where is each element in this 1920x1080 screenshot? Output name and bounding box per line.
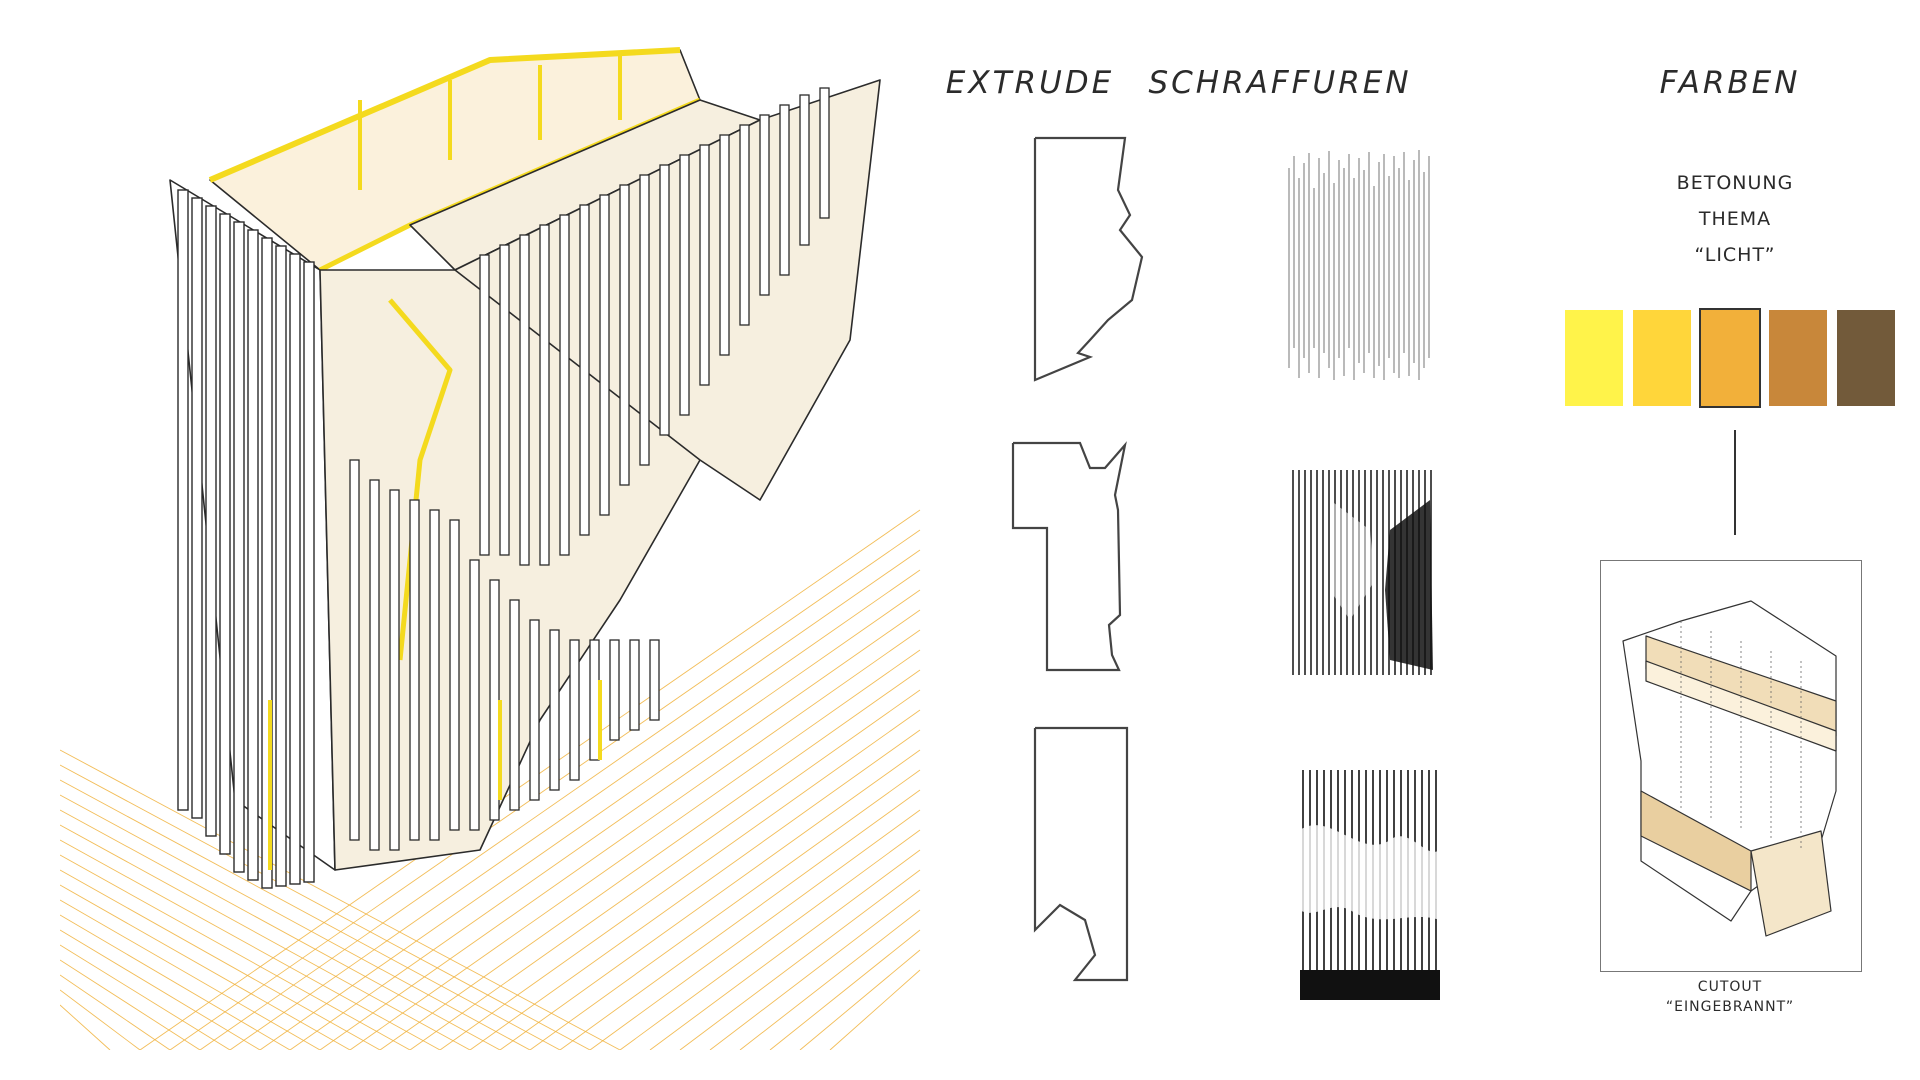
palette-swatch — [1633, 310, 1691, 406]
hatch-pattern-dense — [1300, 770, 1440, 1000]
model-fins — [177, 189, 315, 889]
ground-hatch-right — [139, 509, 921, 1051]
extrude-profile-3 — [1033, 726, 1129, 982]
heading-farben: FARBEN — [1659, 65, 1801, 101]
palette-swatch — [1699, 308, 1761, 408]
cutout-caption-line-2: “EINGEBRANNT” — [1665, 999, 1795, 1015]
extrude-profile-2 — [1011, 441, 1127, 672]
palette-swatch — [1837, 310, 1895, 406]
palette-swatch — [1769, 310, 1827, 406]
color-palette — [1565, 308, 1895, 408]
extrude-profile-1 — [1033, 136, 1144, 382]
cutout-drawing — [1622, 600, 1837, 937]
emphasis-line-3: “LICHT” — [1694, 244, 1776, 266]
ground-hatch-left — [60, 749, 621, 1051]
emphasis-line-1: BETONUNG — [1676, 172, 1794, 194]
emphasis-line-2: THEMA — [1698, 208, 1772, 230]
axonometric-model-drawing — [60, 47, 940, 1060]
hatch-pattern-fine — [1288, 150, 1430, 380]
palette-connector-line — [1734, 430, 1736, 535]
palette-swatch — [1565, 310, 1623, 406]
heading-schraffuren: SCHRAFFUREN — [1148, 65, 1412, 101]
cutout-frame — [1600, 560, 1862, 972]
heading-extrude: EXTRUDE — [945, 65, 1115, 101]
model-yellow-accents — [268, 55, 622, 870]
cutout-caption-line-1: CUTOUT — [1697, 979, 1763, 995]
hatch-pattern-medium — [1292, 470, 1433, 675]
